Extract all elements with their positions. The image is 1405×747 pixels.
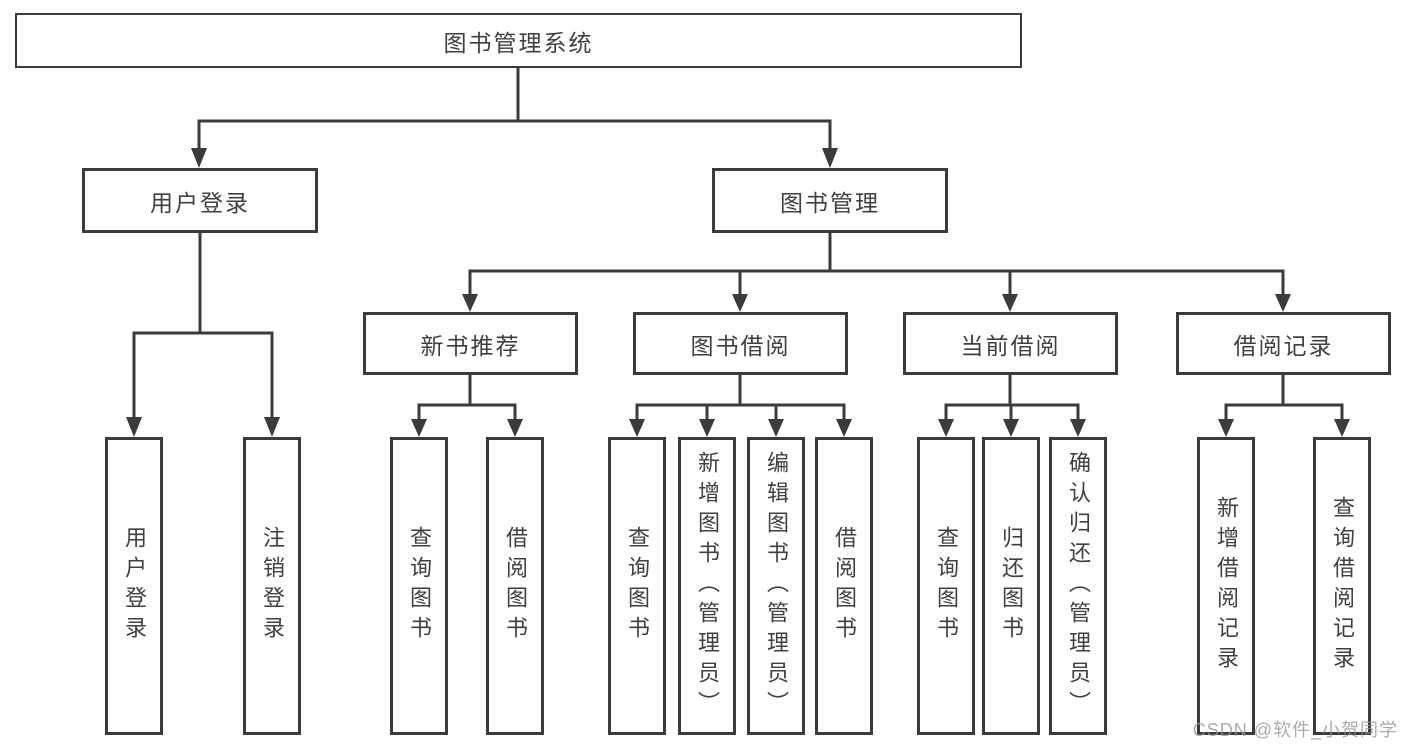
module-book-borrow-label: 图书借阅 xyxy=(690,332,791,359)
leaf-records-add-record: 新增借阅记录 xyxy=(1197,437,1255,735)
leaf-newbooks-query-book-label: 查询图书 xyxy=(407,526,432,646)
leaf-current-confirm-return-admin-label: 确认归还（管理员） xyxy=(1066,451,1091,721)
leaf-borrow-borrow-book-label: 借阅图书 xyxy=(832,526,857,646)
leaf-borrow-query-book: 查询图书 xyxy=(608,437,666,735)
leaf-newbooks-query-book: 查询图书 xyxy=(390,437,448,735)
leaf-borrow-add-book-admin-label: 新增图书（管理员） xyxy=(695,451,720,721)
leaf-records-add-record-label: 新增借阅记录 xyxy=(1214,496,1239,676)
leaf-records-query-record: 查询借阅记录 xyxy=(1313,437,1371,735)
leaf-borrow-add-book-admin: 新增图书（管理员） xyxy=(678,437,736,735)
leaf-borrow-edit-book-admin: 编辑图书（管理员） xyxy=(747,437,805,735)
leaf-borrow-query-book-label: 查询图书 xyxy=(625,526,650,646)
leaf-user-login-label: 用户登录 xyxy=(122,526,147,646)
leaf-current-return-book: 归还图书 xyxy=(982,437,1040,735)
leaf-newbooks-borrow-book: 借阅图书 xyxy=(486,437,544,735)
module-new-book-recommend-label: 新书推荐 xyxy=(420,332,521,359)
module-current-borrow: 当前借阅 xyxy=(903,312,1118,375)
leaf-borrow-borrow-book: 借阅图书 xyxy=(815,437,873,735)
module-current-borrow-label: 当前借阅 xyxy=(960,332,1061,359)
node-user-login-label: 用户登录 xyxy=(150,189,250,216)
node-book-management: 图书管理 xyxy=(712,168,948,233)
leaf-user-login: 用户登录 xyxy=(105,437,163,735)
module-new-book-recommend: 新书推荐 xyxy=(363,312,578,375)
csdn-watermark: CSDN @软件_小贺同学 xyxy=(1192,720,1398,740)
leaf-current-query-book: 查询图书 xyxy=(917,437,975,735)
leaf-logout: 注销登录 xyxy=(243,437,301,735)
leaf-current-query-book-label: 查询图书 xyxy=(934,526,959,646)
leaf-current-confirm-return-admin: 确认归还（管理员） xyxy=(1049,437,1107,735)
node-book-management-label: 图书管理 xyxy=(780,189,880,216)
node-root-label: 图书管理系统 xyxy=(443,29,594,56)
leaf-logout-label: 注销登录 xyxy=(260,526,285,646)
node-root: 图书管理系统 xyxy=(15,13,1022,68)
node-user-login: 用户登录 xyxy=(82,168,318,233)
leaf-borrow-edit-book-admin-label: 编辑图书（管理员） xyxy=(764,451,789,721)
module-book-borrow: 图书借阅 xyxy=(633,312,848,375)
leaf-current-return-book-label: 归还图书 xyxy=(999,526,1024,646)
module-borrow-records-label: 借阅记录 xyxy=(1233,332,1334,359)
leaf-records-query-record-label: 查询借阅记录 xyxy=(1330,496,1355,676)
module-borrow-records: 借阅记录 xyxy=(1176,312,1391,375)
leaf-newbooks-borrow-book-label: 借阅图书 xyxy=(503,526,528,646)
